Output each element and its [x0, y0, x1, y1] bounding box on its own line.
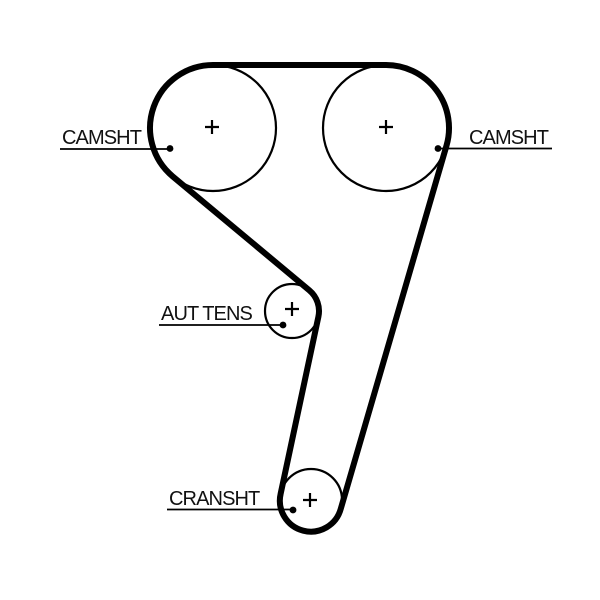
pulley-camshaft-right: CAMSHT: [321, 63, 552, 193]
camshaft-right-label: CAMSHT: [469, 127, 549, 149]
crankshaft-pulley-circle: [278, 467, 344, 533]
camshaft-right-leader-dot: [434, 145, 442, 152]
camshaft-left-pulley-circle: [148, 63, 278, 193]
camshaft-left-center-cross-icon: [205, 120, 219, 134]
tensioner-pulley-circle: [263, 282, 321, 340]
tensioner-leader-dot: [279, 321, 287, 329]
camshaft-left-label: CAMSHT: [62, 127, 142, 149]
camshaft-left-leader-dot: [166, 145, 174, 152]
camshaft-right-pulley-circle: [321, 63, 451, 193]
tensioner-label: AUT TENS: [161, 303, 253, 325]
camshaft-right-center-cross-icon: [379, 120, 393, 134]
pulley-crankshaft: CRANSHT: [167, 467, 344, 533]
timing-belt: [147, 62, 452, 535]
pulley-camshaft-left: CAMSHT: [60, 63, 278, 193]
crankshaft-label: CRANSHT: [169, 488, 260, 510]
tensioner-center-cross-icon: [285, 302, 299, 316]
crankshaft-center-cross-icon: [303, 493, 317, 507]
pulley-tensioner: AUT TENS: [159, 282, 321, 340]
crankshaft-leader-dot: [289, 506, 297, 514]
